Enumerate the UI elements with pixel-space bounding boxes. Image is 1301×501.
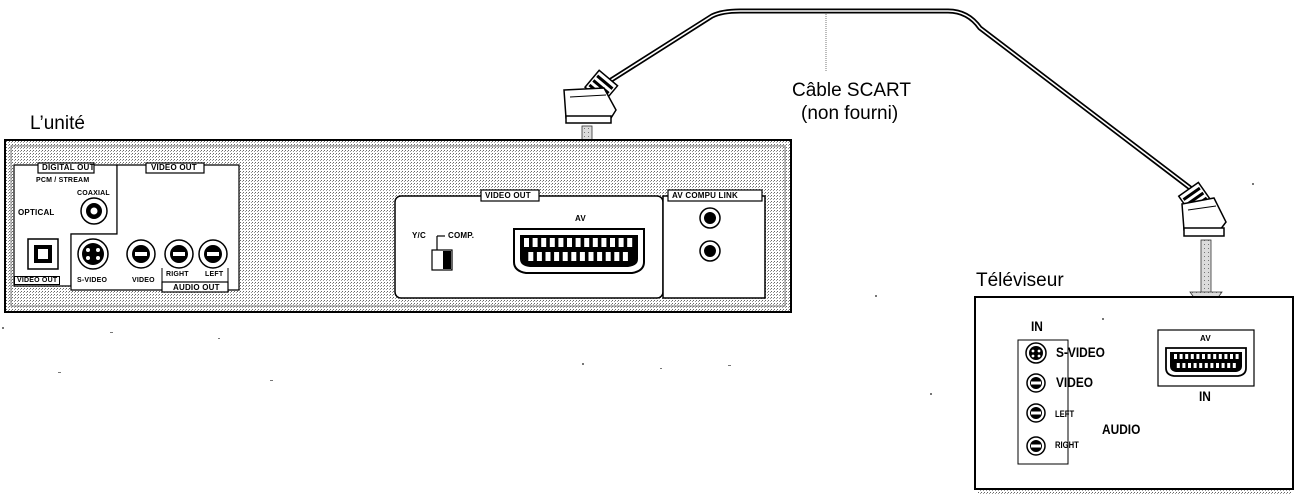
scart-pin (1182, 363, 1186, 368)
video-out-small-label: VIDEO OUT (14, 276, 61, 285)
scart-pin (567, 238, 572, 247)
comp-label: COMP. (448, 231, 475, 240)
scart-pin (536, 252, 542, 261)
digital-out-label: DIGITAL OUT (42, 163, 95, 172)
tv-video-label: VIDEO (1056, 374, 1094, 390)
scart-pin (1199, 363, 1203, 368)
tv-in-top-label: IN (1031, 318, 1043, 334)
scart-pin (1224, 354, 1228, 359)
scart-pin (1176, 363, 1180, 368)
cable-label-line2: (non fourni) (801, 103, 899, 124)
yc-label: Y/C (412, 231, 426, 240)
optical-label: OPTICAL (18, 208, 55, 217)
tv-panel (974, 296, 1294, 494)
scart-plug-tv (1177, 181, 1227, 237)
scart-pin (610, 238, 615, 247)
av-compu-link-label: AV COMPU LINK (672, 191, 739, 200)
scart-pin (1216, 363, 1219, 368)
scart-pin (558, 238, 564, 247)
scart-pin (1179, 354, 1183, 359)
scart-pin (575, 238, 581, 247)
audio-left-label: LEFT (205, 271, 224, 278)
scart-pin (1207, 354, 1211, 359)
scart-pin (584, 238, 590, 247)
scart-pin (1193, 363, 1197, 368)
scart-pin (549, 238, 555, 247)
scart-pin (1210, 363, 1214, 368)
video-label: VIDEO (132, 277, 155, 284)
scart-pin (562, 252, 568, 261)
scart-pin (532, 238, 538, 247)
tv-left-label: LEFT (1055, 409, 1075, 419)
scart-plug-unit (563, 69, 619, 124)
scart-pin (597, 252, 603, 261)
tv-audio-label: AUDIO (1102, 421, 1141, 437)
audio-right-label: RIGHT (166, 271, 189, 278)
scart-pin (524, 238, 529, 247)
scart-video-out-label: VIDEO OUT (485, 191, 531, 200)
cable-label-line1: Câble SCART (792, 80, 911, 101)
scart-pin (592, 238, 598, 247)
tv-in-bottom-label: IN (1199, 388, 1211, 404)
av-compu-link-group (662, 189, 766, 299)
scart-pin (588, 252, 594, 261)
scart-pin (601, 238, 607, 247)
unit-title: L’unité (30, 113, 85, 134)
scart-pin (1196, 354, 1200, 359)
scart-av-label: AV (575, 214, 586, 223)
scart-pin (614, 252, 620, 261)
scart-pin (605, 252, 611, 261)
tv-s-video-label: S-VIDEO (1056, 344, 1105, 360)
scart-pin (528, 252, 534, 261)
scart-cable (605, 8, 1209, 203)
scart-pin (622, 252, 628, 261)
scart-pin (579, 252, 585, 261)
scart-pin (1185, 354, 1189, 359)
scart-pin (1188, 363, 1191, 368)
scart-pin (1232, 363, 1236, 368)
scart-pin (1235, 354, 1239, 359)
scart-pin (1213, 354, 1217, 359)
video-out-top-label: VIDEO OUT (151, 163, 197, 172)
scart-pin (618, 238, 624, 247)
digital-out-group (13, 162, 118, 287)
scart-pin (545, 252, 551, 261)
scart-pin (554, 252, 560, 261)
video-out-group (70, 162, 240, 293)
coaxial-label: COAXIAL (77, 190, 110, 197)
scart-output-group (394, 189, 664, 299)
tv-title: Téléviseur (976, 270, 1064, 291)
scart-pin (541, 238, 547, 247)
scart-pin (1218, 354, 1222, 359)
scart-pin (1204, 363, 1208, 368)
scart-pin (1227, 363, 1231, 368)
scart-pin (571, 252, 577, 261)
scart-pin (627, 238, 633, 247)
scart-pin (1202, 354, 1205, 359)
scart-pin (1230, 354, 1233, 359)
scart-pin (1174, 354, 1177, 359)
s-video-label: S-VIDEO (77, 277, 108, 284)
scart-pin (1190, 354, 1194, 359)
pcm-stream-label: PCM / STREAM (36, 177, 90, 184)
audio-out-label: AUDIO OUT (173, 283, 220, 292)
tv-right-label: RIGHT (1055, 440, 1079, 450)
scart-pin (1221, 363, 1225, 368)
scan-specks (2, 183, 1254, 395)
tv-av-label: AV (1200, 334, 1211, 343)
